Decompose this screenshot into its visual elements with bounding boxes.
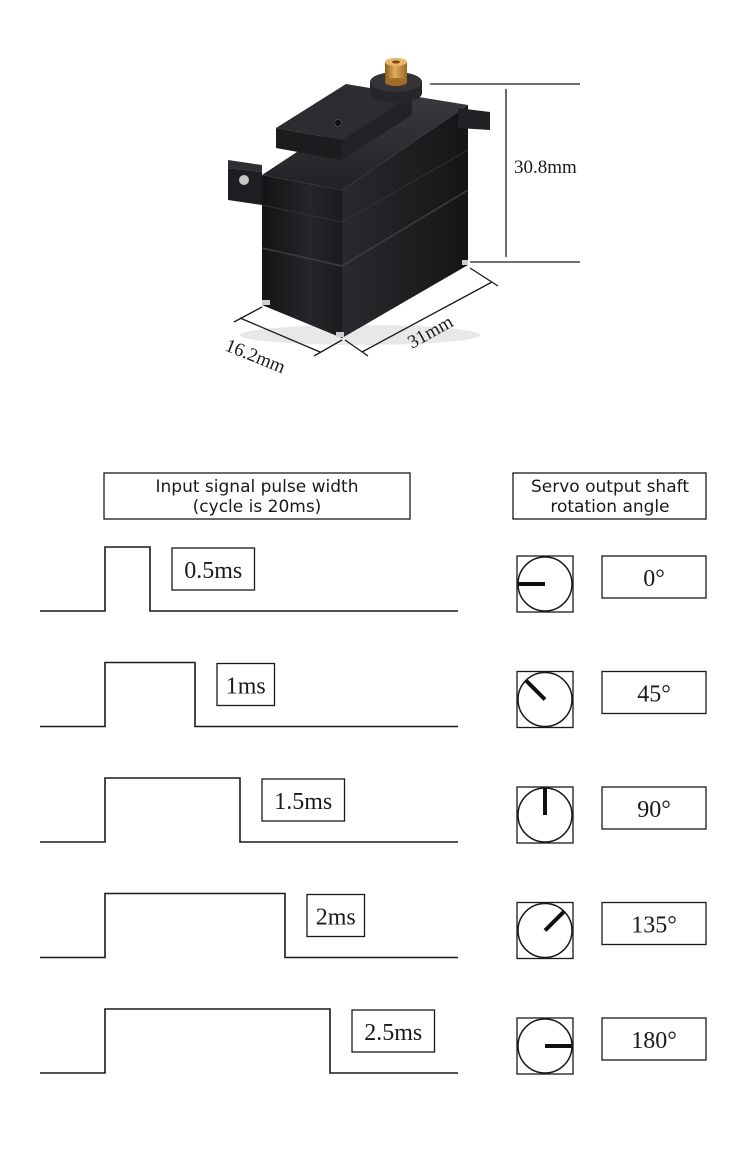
- angle-label-box: [601, 670, 707, 715]
- angle-label-box: [601, 1017, 707, 1061]
- pulse-label-box: [351, 1009, 436, 1053]
- signal-row-5: 2.5ms 180°: [40, 1008, 707, 1075]
- pulse-waveform: [40, 1008, 458, 1074]
- angle-label: 135°: [631, 913, 677, 939]
- signal-row-2: 1ms 45°: [40, 661, 707, 729]
- length-label: 31mm: [404, 311, 457, 353]
- height-label: 30.8mm: [514, 157, 577, 178]
- pulse-label-box: [171, 547, 256, 591]
- angle-label-box: [601, 786, 707, 830]
- pulse-label-box: [216, 662, 276, 707]
- pulse-waveform: [40, 661, 458, 728]
- pulse-header-line2: (cycle is 20ms): [193, 497, 322, 517]
- rotation-angle-header: Servo output shaft rotation angle: [512, 472, 707, 520]
- angle-label: 90°: [637, 797, 671, 823]
- dial-needle: [524, 678, 547, 701]
- angle-label: 0°: [643, 566, 665, 592]
- servo-motor-illustration: [228, 58, 490, 345]
- signal-row-1: 0.5ms 0°: [40, 546, 707, 613]
- pulse-label: 1ms: [226, 674, 266, 700]
- pulse-label-box: [306, 893, 366, 938]
- signal-row-3: 1.5ms 90°: [40, 777, 707, 844]
- pulse-label: 0.5ms: [184, 558, 242, 584]
- angle-label-box: [601, 555, 707, 599]
- angle-label: 180°: [631, 1028, 677, 1054]
- pulse-label-box: [261, 778, 346, 822]
- dial-needle: [543, 909, 566, 932]
- angle-label: 45°: [637, 682, 671, 708]
- angle-label-box: [601, 901, 707, 946]
- pulse-label: 2.5ms: [364, 1020, 422, 1046]
- height-dimension: 30.8mm: [430, 83, 580, 263]
- pulse-angle-rows: 0.5ms 0° 1ms 45° 1.5ms 90° 2ms 135° 2.5ms 180°: [40, 546, 707, 1075]
- pulse-label: 1.5ms: [274, 789, 332, 815]
- pulse-waveform: [40, 546, 458, 612]
- pulse-label: 2ms: [316, 905, 356, 931]
- pulse-waveform: [40, 777, 458, 843]
- angle-header-line2: rotation angle: [550, 497, 669, 517]
- pulse-header-line1: Input signal pulse width: [156, 477, 359, 497]
- signal-row-4: 2ms 135°: [40, 892, 707, 960]
- pulse-waveform: [40, 892, 458, 959]
- angle-header-line1: Servo output shaft: [531, 477, 689, 497]
- pulse-width-header: Input signal pulse width (cycle is 20ms): [103, 472, 411, 520]
